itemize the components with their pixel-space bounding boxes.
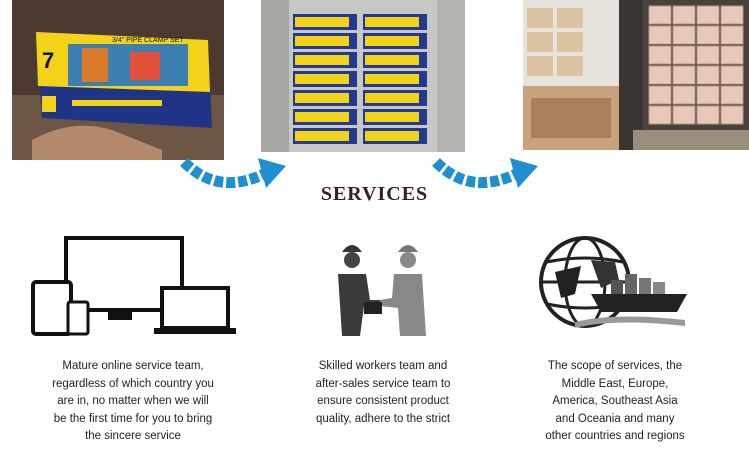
pallet-box xyxy=(720,105,744,125)
carton-label xyxy=(295,55,349,65)
section-title: SERVICES xyxy=(320,183,429,205)
service-line: the sincere service xyxy=(85,430,181,442)
carton-label xyxy=(365,93,419,103)
pallet-box xyxy=(720,65,744,85)
box-number-text: 7 xyxy=(42,48,54,73)
carton-label xyxy=(365,74,419,84)
globe-ship-icon xyxy=(535,232,695,337)
service-line: be the first time for you to bring xyxy=(53,412,213,425)
service-description-workers: Skilled workers team and after-sales ser… xyxy=(268,358,498,428)
pallet-box xyxy=(696,85,720,105)
pallet-box xyxy=(648,45,672,65)
pallet-box xyxy=(696,105,720,125)
carton-label xyxy=(365,112,419,122)
pallet-box xyxy=(720,45,744,65)
pallet-box xyxy=(696,65,720,85)
pallet-box xyxy=(672,5,696,25)
service-description-scope: The scope of services, the Middle East, … xyxy=(500,358,730,446)
service-line: and Oceania and many xyxy=(555,412,675,425)
carton-label xyxy=(295,17,349,27)
flow-arrow-right xyxy=(430,148,540,200)
service-line: other countries and regions xyxy=(545,430,685,442)
service-line: America, Southeast Asia xyxy=(552,395,678,407)
carton-label xyxy=(295,131,349,141)
box-label-text: 3/4" PIPE CLAMP SET xyxy=(112,37,184,44)
pallet-box xyxy=(648,65,672,85)
devices-icon xyxy=(30,236,240,336)
carton-label xyxy=(295,36,349,46)
flow-arrow-left xyxy=(178,148,288,200)
workers-handshake-icon xyxy=(330,236,430,336)
pallet-box xyxy=(672,45,696,65)
service-description-online: Mature online service team, regardless o… xyxy=(18,358,248,446)
carton-label xyxy=(295,112,349,122)
carton-label xyxy=(295,93,349,103)
pallet-box xyxy=(672,105,696,125)
service-line: The scope of services, the xyxy=(547,360,683,372)
warehouse-photo xyxy=(523,0,749,150)
pallet-box xyxy=(696,45,720,65)
service-line: are in, no matter when we will xyxy=(57,395,209,407)
service-line: ensure consistent product xyxy=(317,395,449,407)
carton-label xyxy=(365,55,419,65)
pallet-box xyxy=(648,105,672,125)
service-line: Skilled workers team and xyxy=(318,360,448,372)
pallet-box xyxy=(720,5,744,25)
curved-arrow-icon xyxy=(432,157,538,189)
carton-label xyxy=(365,17,419,27)
carton-label xyxy=(365,131,419,141)
pallet-box xyxy=(648,5,672,25)
packed-boxes-photo xyxy=(261,0,465,152)
carton-label xyxy=(295,74,349,84)
service-line: Middle East, Europe, xyxy=(561,377,669,390)
pallet-box xyxy=(720,25,744,45)
service-line: regardless of which country you xyxy=(52,377,214,390)
pallet-box xyxy=(648,25,672,45)
pallet-box xyxy=(696,25,720,45)
curved-arrow-icon xyxy=(180,157,286,189)
carton-label xyxy=(365,36,419,46)
pallet-box xyxy=(720,85,744,105)
pallet-box xyxy=(672,25,696,45)
pallet-box xyxy=(648,85,672,105)
product-box-photo: 7 3/4" PIPE CLAMP SET xyxy=(12,0,224,160)
pallet-box xyxy=(672,85,696,105)
pallet-box xyxy=(696,5,720,25)
pallet-box xyxy=(672,65,696,85)
service-line: after-sales service team to xyxy=(315,377,451,390)
service-line: quality, adhere to the strict xyxy=(315,412,451,425)
service-line: Mature online service team, xyxy=(62,360,204,372)
